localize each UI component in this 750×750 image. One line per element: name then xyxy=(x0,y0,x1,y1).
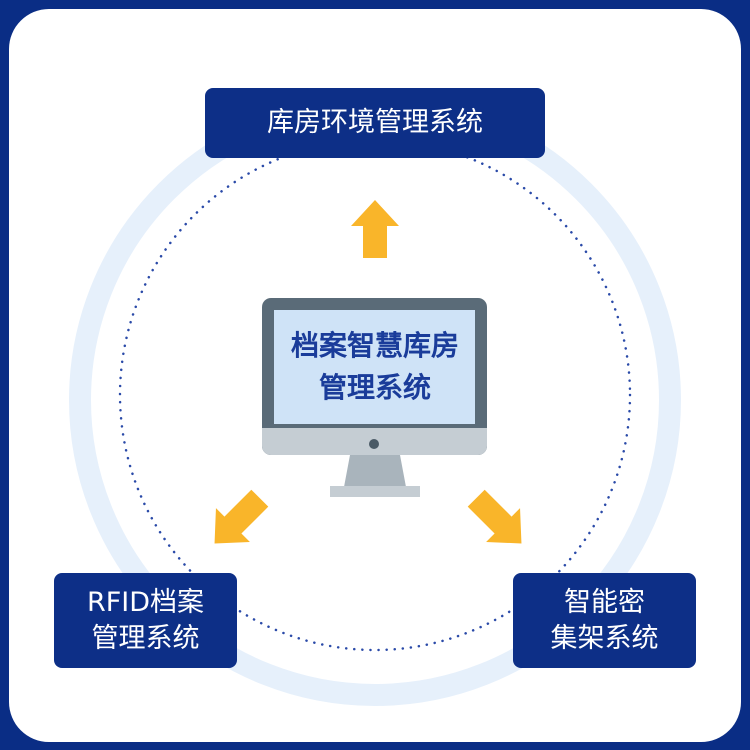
right-box-compact-shelving: 智能密集架系统 xyxy=(513,573,696,668)
top-box-warehouse-environment: 库房环境管理系统 xyxy=(205,88,545,158)
arrow-up-icon xyxy=(351,200,399,258)
dotted-circle xyxy=(118,138,632,652)
center-title: 档案智慧库房管理系统 xyxy=(276,312,474,422)
top-box-label: 库房环境管理系统 xyxy=(267,107,483,138)
right-box-line1: 智能密 xyxy=(564,586,645,618)
arrow-down-right-icon xyxy=(467,489,522,544)
center-title-line2: 管理系统 xyxy=(318,371,431,404)
left-box-line2: 管理系统 xyxy=(91,622,200,654)
right-box-line2: 集架系统 xyxy=(550,622,659,654)
monitor-icon xyxy=(262,298,487,497)
arrow-down-left-icon xyxy=(214,489,269,544)
left-box-line1: RFID档案 xyxy=(86,586,205,618)
center-title-line1: 档案智慧库房 xyxy=(290,329,459,362)
left-box-rfid: RFID档案管理系统 xyxy=(54,573,237,668)
